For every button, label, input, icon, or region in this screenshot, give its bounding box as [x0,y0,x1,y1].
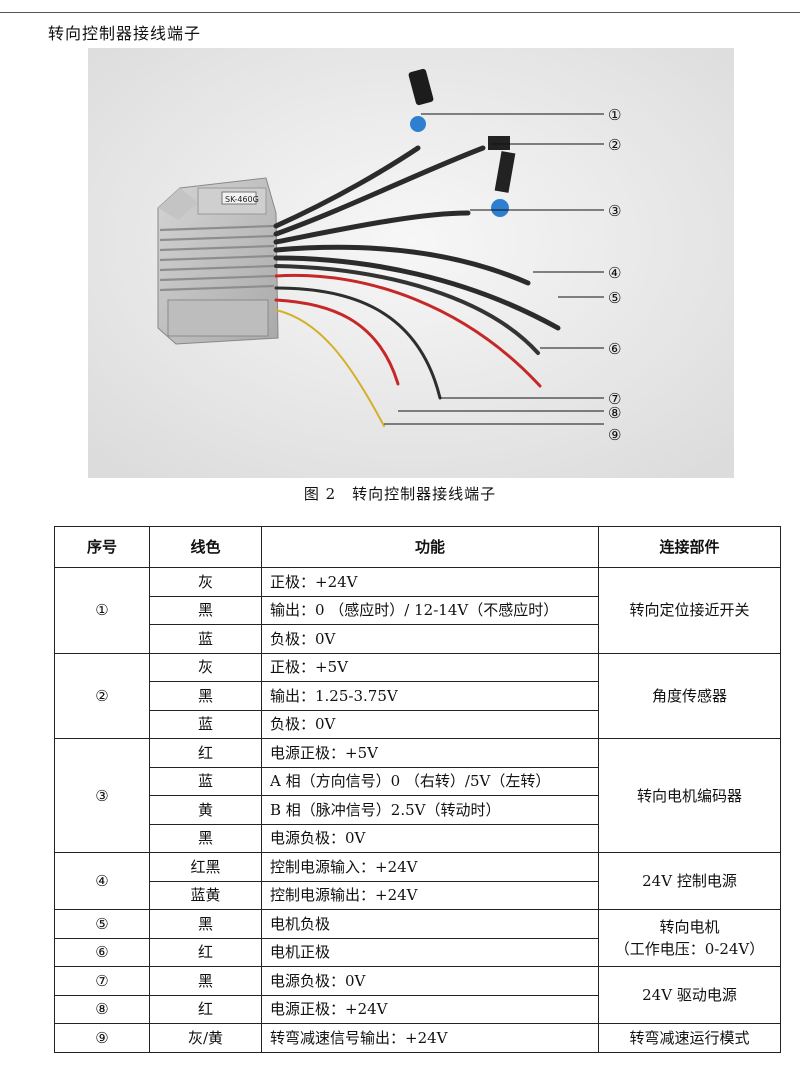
wire-function: 控制电源输出：+24V [261,880,599,910]
terminal-number: ② [54,652,150,739]
table-row: ⑥ 红 电机正极 [54,937,781,967]
table-header-row: 序号 线色 功能 连接部件 [54,526,781,568]
wire-function: A 相（方向信号）0 （右转）/5V（左转） [261,766,599,796]
connected-part: 24V 控制电源 [598,852,781,910]
connected-part: 24V 驱动电源 [598,966,781,1024]
wire-function: 电源负极：0V [261,966,599,996]
wire-color: 红黑 [149,852,262,882]
wire-function: B 相（脉冲信号）2.5V（转动时） [261,795,599,825]
callout-4: ④ [608,264,621,282]
terminal-number: ⑧ [54,994,150,1024]
wire-color: 红 [149,937,262,967]
wire-color: 灰/黄 [149,1023,262,1053]
wire-function: 输出：0 （感应时）/ 12-14V（不感应时） [261,595,599,625]
table-row: ③ 红 电源正极：+5V 转向电机编码器 [54,738,781,853]
wire-function: 电机负极 [261,909,599,939]
wire-function: 正极：+5V [261,652,599,682]
table-row: ⑧ 红 电源正极：+24V [54,994,781,1024]
terminal-number: ④ [54,852,150,910]
terminal-number: ⑥ [54,937,150,967]
wire-function: 转弯减速信号输出：+24V [261,1023,599,1053]
wire-function: 电源负极：0V [261,823,599,853]
connected-part: 转弯减速运行模式 [598,1023,781,1053]
table-row: ① 灰 正极：+24V 转向定位接近开关 [54,567,781,654]
wire-function: 负极：0V [261,624,599,654]
terminal-number: ① [54,567,150,654]
callout-8: ⑧ [608,404,621,422]
wire-color: 红 [149,738,262,768]
terminal-number: ⑨ [54,1023,150,1053]
callout-7: ⑦ [608,390,621,408]
header-connected-part: 连接部件 [598,526,781,568]
wire-color: 灰 [149,567,262,597]
table-row: 黑 电源负极：0V [55,823,781,853]
wire-color: 红 [149,994,262,1024]
table-row: 蓝黄 控制电源输出：+24V [55,880,781,910]
wire-color: 蓝 [149,766,262,796]
table-row: 蓝 负极：0V [55,624,781,654]
connected-part: 转向电机编码器 [598,738,781,853]
callout-6: ⑥ [608,340,621,358]
wire-color: 蓝 [149,624,262,654]
callout-9: ⑨ [608,426,621,444]
header-number: 序号 [54,526,150,568]
terminal-number: ③ [54,738,150,853]
wire-color: 黑 [149,595,262,625]
table-row: 黑 输出：1.25-3.75V [55,681,781,711]
header-wire-color: 线色 [149,526,262,568]
terminal-number: ⑦ [54,966,150,996]
terminal-number: ⑤ [54,909,150,939]
table-row: ⑦ 黑 电源负极：0V 24V 驱动电源 [54,966,781,1024]
controller-box: SK-460G [157,177,279,345]
figure-caption: 图 2 转向控制器接线端子 [303,485,497,503]
wire-color: 黄 [149,795,262,825]
table-row: 蓝 A 相（方向信号）0 （右转）/5V（左转） [55,766,781,796]
callout-2: ② [608,136,621,154]
table-row: ④ 红黑 控制电源输入：+24V 24V 控制电源 [54,852,781,910]
wire-color: 黑 [149,823,262,853]
wire-function: 正极：+24V [261,567,599,597]
wiring-photo-illustration: SK-460G [88,48,734,478]
wire-function: 输出：1.25-3.75V [261,681,599,711]
callout-3: ③ [608,202,621,220]
wire-function: 电源正极：+24V [261,994,599,1024]
page-title: 转向控制器接线端子 [48,24,202,43]
wire-color: 黑 [149,909,262,939]
top-rule [0,12,800,13]
wire-function: 控制电源输入：+24V [261,852,599,882]
wire-color: 黑 [149,681,262,711]
connected-part: 转向定位接近开关 [598,567,781,654]
callout-5: ⑤ [608,289,621,307]
table-row: ⑤ 黑 电机负极 转向电机 （工作电压：0-24V） [54,909,781,967]
controller-photo: SK-460G [88,48,734,478]
wire-color: 灰 [149,652,262,682]
wiring-table: 序号 线色 功能 连接部件 ① 灰 正极：+24V 转向定位接近开关 黑 输出：… [54,526,781,1053]
connected-part: 角度传感器 [598,652,781,739]
wire-color: 黑 [149,966,262,996]
wire-color: 蓝 [149,709,262,739]
connected-part-line: （工作电压：0-24V） [614,940,765,958]
connected-part: 转向电机 （工作电压：0-24V） [598,909,781,967]
connected-part-line: 转向电机 [659,918,720,936]
wire-function: 电机正极 [261,937,599,967]
callout-1: ① [608,106,621,124]
wire-function: 电源正极：+5V [261,738,599,768]
header-function: 功能 [261,526,599,568]
wire-function: 负极：0V [261,709,599,739]
table-row: ⑨ 灰/黄 转弯减速信号输出：+24V 转弯减速运行模式 [54,1023,781,1053]
table-row: ② 灰 正极：+5V 角度传感器 [54,652,781,739]
device-label: SK-460G [225,195,259,204]
wire-color: 蓝黄 [149,880,262,910]
table-row: 黑 输出：0 （感应时）/ 12-14V（不感应时） [55,595,781,625]
